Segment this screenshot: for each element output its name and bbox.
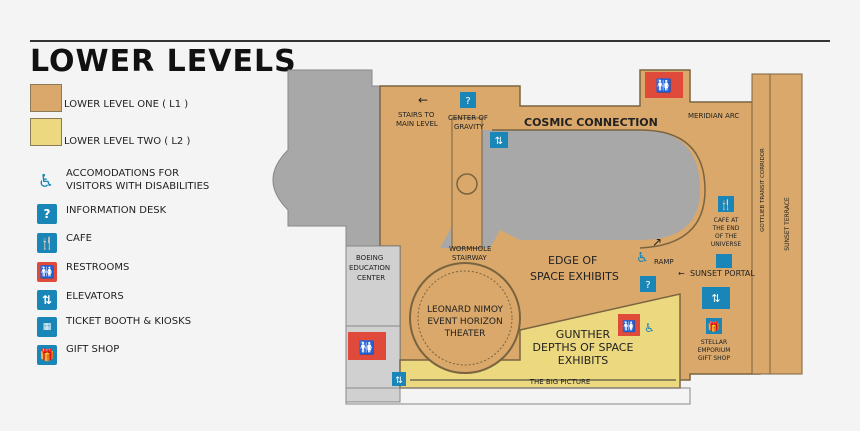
gift-shop-marker-text: 🎁 [708, 320, 720, 333]
ticket-marker [716, 254, 732, 268]
stairs-label-1: STAIRS TO [398, 111, 435, 119]
boeing-center-area [345, 245, 401, 327]
level-one-swatch [30, 84, 62, 112]
wormhole-label-2: STAIRWAY [452, 254, 487, 262]
accessibility-label-2: VISITORS WITH DISABILITIES [66, 181, 210, 192]
center-of-gravity-disc [456, 173, 478, 195]
info-marker-edge [640, 276, 656, 292]
gunther-label-2: DEPTHS OF SPACE [533, 341, 634, 354]
elevator-marker-east-text: ⇅ [711, 292, 720, 305]
theater-label-1: LEONARD NIMOY [427, 305, 503, 315]
cafe-marker-text: 🍴 [720, 198, 732, 211]
theater-label-2: EVENT HORIZON [427, 317, 502, 327]
tickets-label: TICKET BOOTH & KIOSKS [66, 316, 192, 327]
edge-label-2: SPACE EXHIBITS [530, 270, 619, 283]
upper-level-outline [272, 69, 381, 247]
arrow-stairs: ← [418, 93, 428, 107]
theater-inner [417, 270, 513, 366]
restroom-marker-gunther [618, 314, 640, 336]
restroom-marker-north-text: 🚻 [656, 78, 672, 94]
cafe-marker [718, 196, 734, 212]
restroom-marker-gunther-text: 🚻 [622, 320, 636, 333]
stairs-label-2: MAIN LEVEL [396, 120, 438, 128]
restroom-icon: 🚻 [37, 262, 57, 282]
accessibility-icon: ♿ [37, 171, 55, 192]
terrace-strip [769, 73, 803, 375]
elevator-icon: ⇅ [37, 290, 57, 310]
info-icon: ? [37, 204, 57, 224]
restroom-marker-north [645, 72, 683, 98]
cafe-label-2: THE END [712, 225, 740, 232]
elevator-marker-east [702, 287, 730, 309]
edge-label-1: EDGE OF [548, 254, 597, 267]
cafe-icon: 🍴 [37, 233, 57, 253]
big-picture-label: THE BIG PICTURE [529, 378, 591, 386]
cafe-label-3: OF THE [715, 233, 737, 240]
sunset-portal-label: SUNSET PORTAL [690, 269, 755, 278]
elevator-marker-south-text: ⇅ [395, 376, 403, 386]
gunther-label-3: EXHIBITS [558, 354, 609, 367]
level-two-swatch [30, 118, 62, 146]
ticket-icon: ▦ [37, 317, 57, 337]
level-one-label: LOWER LEVEL ONE ( L1 ) [64, 99, 189, 110]
cafe-label: CAFE [66, 233, 92, 244]
page-title: LOWER LEVELS [30, 44, 297, 79]
wormhole-label-1: WORMHOLE [449, 245, 491, 253]
bottom-footprint [345, 387, 691, 405]
restroom-marker-west [348, 332, 386, 360]
title-rule [30, 40, 830, 42]
elevator-marker-south [392, 372, 406, 386]
gift-shop-icon: 🎁 [37, 345, 57, 365]
interior-void [440, 130, 700, 248]
ramp-label: RAMP [654, 258, 674, 266]
info-marker-gravity [460, 92, 476, 108]
gift-shop-label: GIFT SHOP [66, 344, 120, 355]
elevator-marker-north-text: ⇅ [495, 136, 503, 147]
gift-shop-marker [706, 318, 722, 334]
gravity-label-2: GRAVITY [454, 123, 484, 131]
terrace-label: SUNSET TERRACE [784, 197, 791, 251]
restrooms-label: RESTROOMS [66, 262, 130, 273]
arrow-ramp: ↗ [652, 235, 662, 249]
stellar-label-1: STELLAR [701, 339, 727, 346]
elevators-label: ELEVATORS [66, 291, 124, 302]
meridian-arc-label: MERIDIAN ARC [688, 112, 739, 120]
info-marker-edge-text: ? [645, 280, 650, 291]
access-marker-gunther: ♿ [644, 321, 655, 335]
corridor-label: GOTTLIEB TRANSIT CORRIDOR [760, 148, 766, 232]
cosmic-connection-label: COSMIC CONNECTION [524, 116, 658, 129]
info-marker-gravity-text: ? [465, 96, 470, 107]
boeing-label-1: BOEING [356, 254, 383, 262]
arrow-portal: ← [678, 269, 685, 278]
restroom-marker-west-text: 🚻 [359, 340, 375, 356]
gunther-label-1: GUNTHER [556, 328, 611, 341]
cafe-label-1: CAFE AT [714, 217, 739, 224]
stellar-label-2: EMPORIUM [698, 347, 731, 354]
gravity-label-1: CENTER OF [448, 114, 488, 122]
access-marker-ramp: ♿ [636, 250, 649, 266]
info-label: INFORMATION DESK [66, 205, 167, 216]
cafe-label-4: UNIVERSE [711, 241, 742, 248]
level-two-label: LOWER LEVEL TWO ( L2 ) [64, 136, 191, 147]
cosmic-corridor [492, 129, 706, 249]
stellar-label-3: GIFT SHOP [698, 355, 730, 362]
elevator-marker-north [490, 132, 508, 148]
theater-label-3: THEATER [444, 329, 486, 339]
boeing-label-3: CENTER [357, 274, 385, 282]
accessibility-label-1: ACCOMODATIONS FOR [66, 168, 180, 179]
boeing-label-2: EDUCATION [349, 264, 390, 272]
